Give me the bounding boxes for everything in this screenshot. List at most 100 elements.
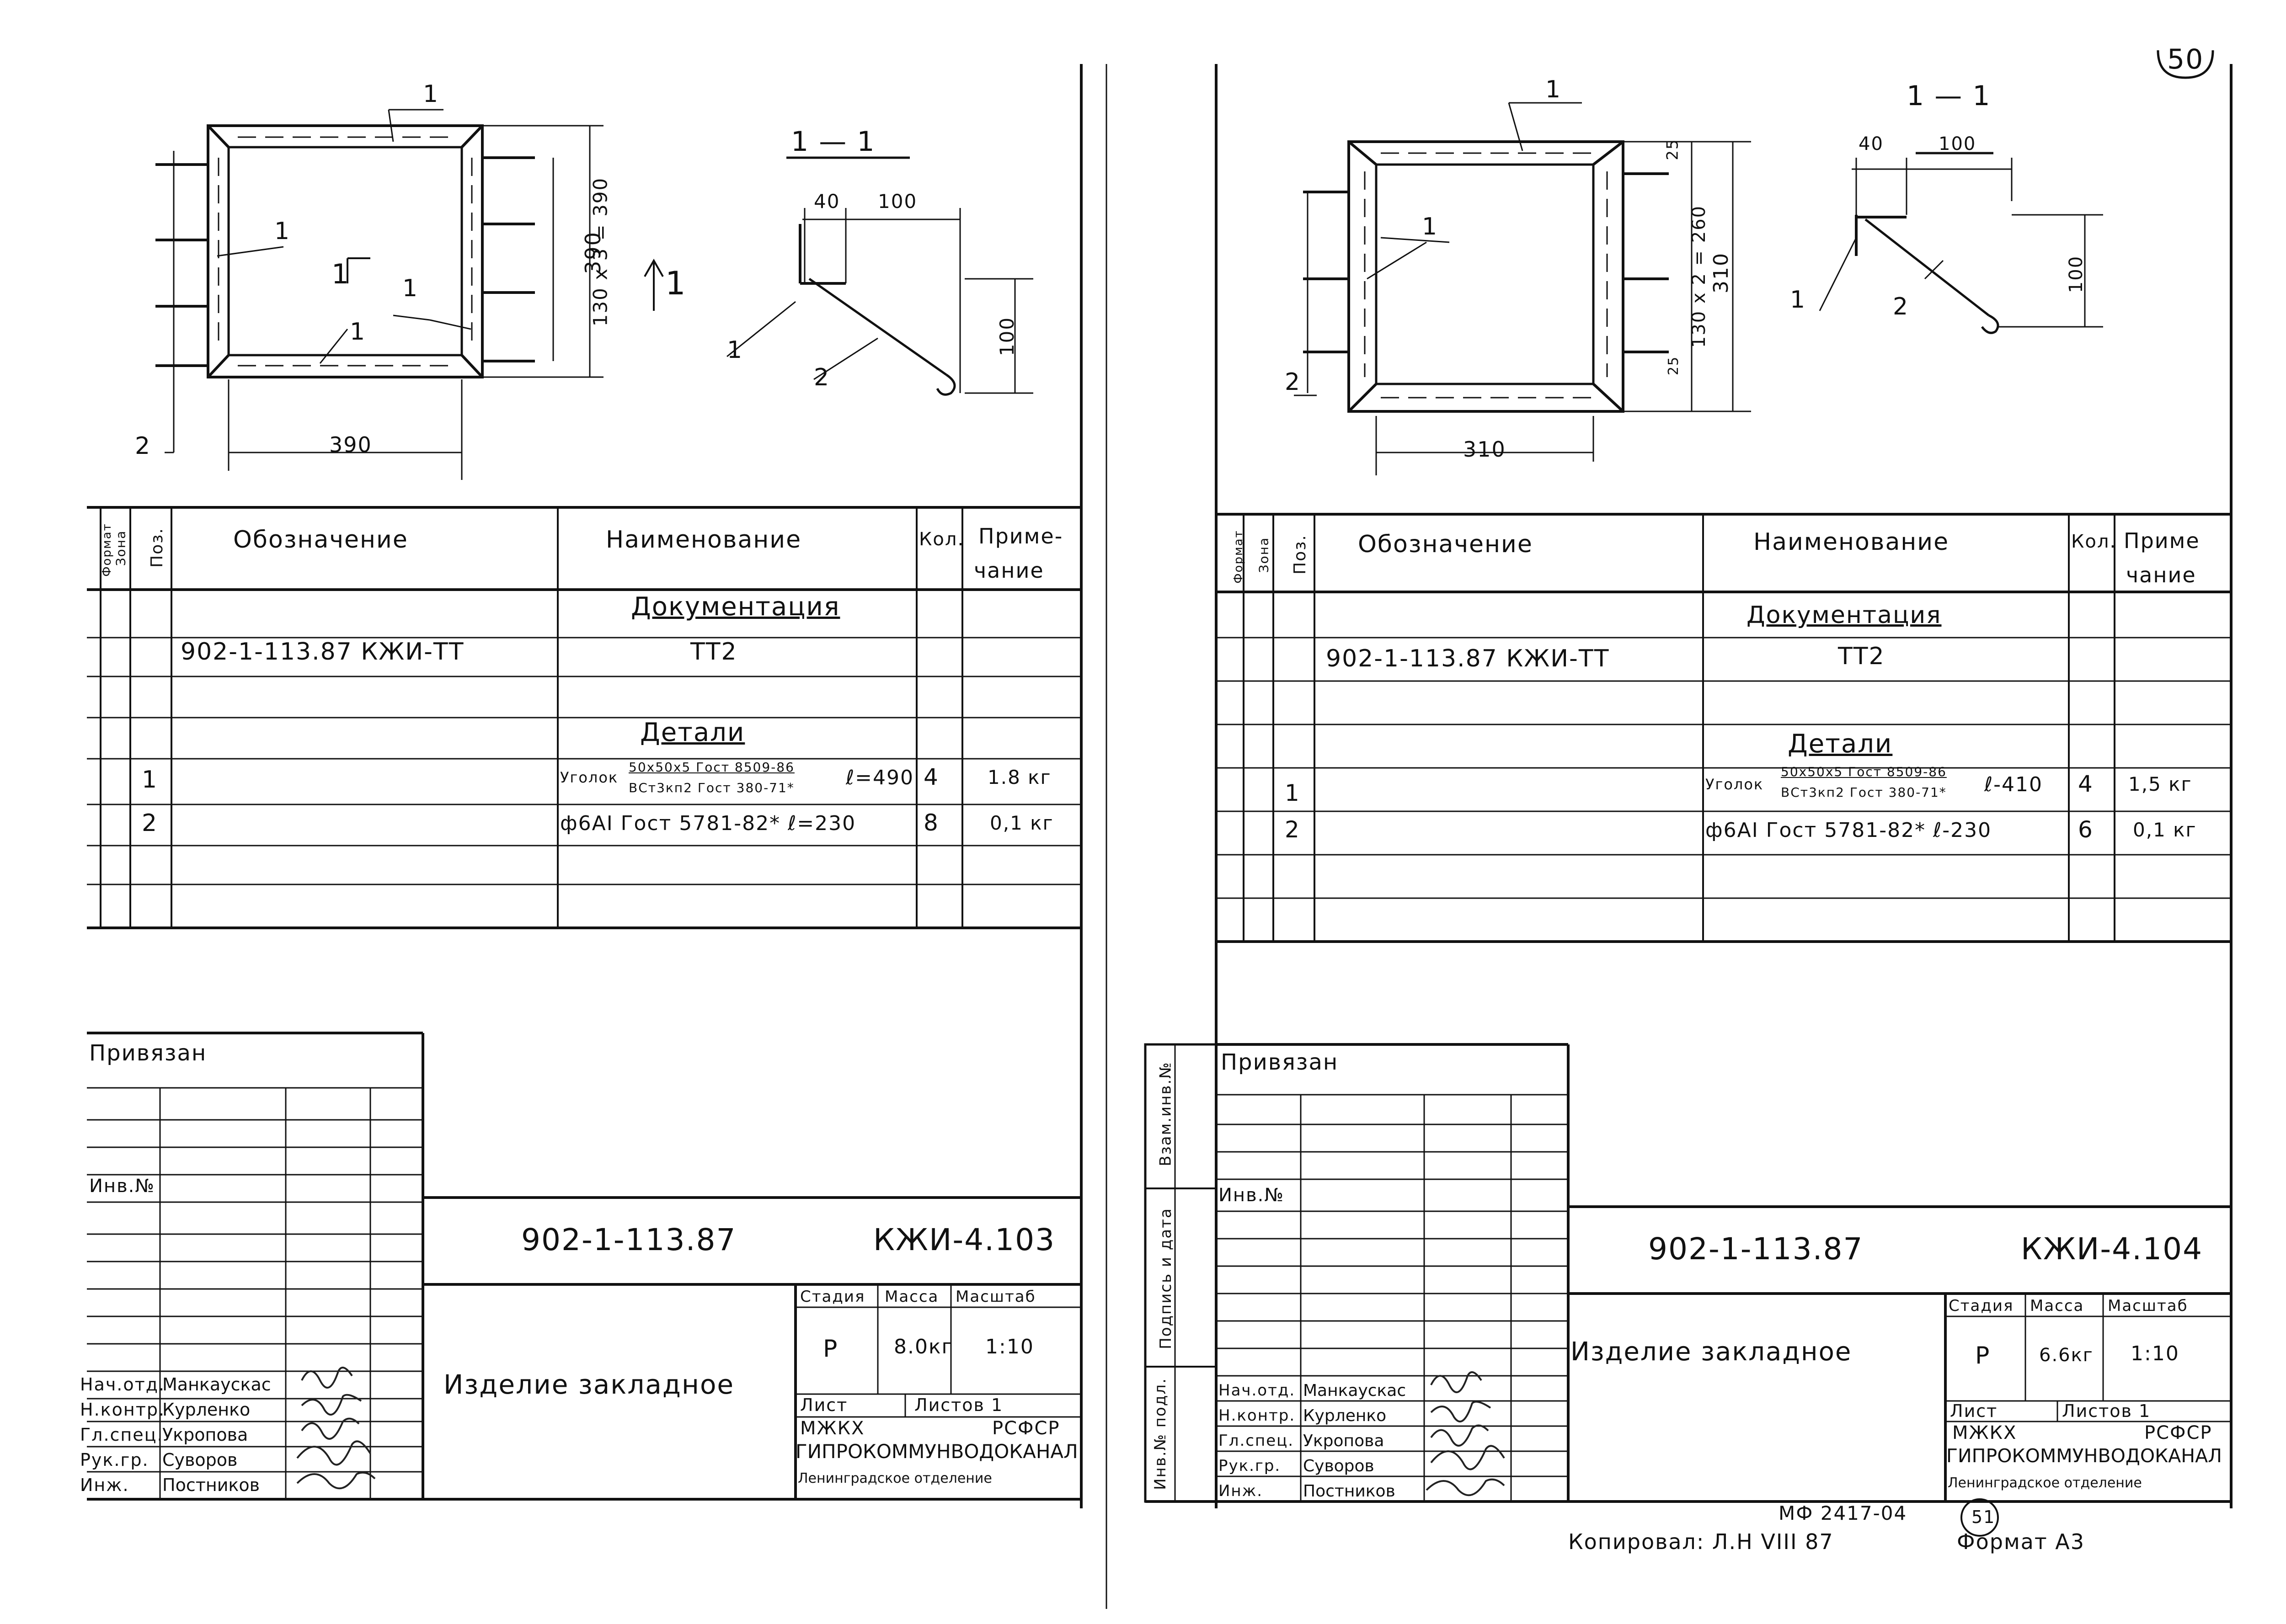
name-3: Укропова (162, 1425, 248, 1445)
role-4: Рук.гр. (80, 1450, 149, 1470)
row2-pos: 2 (142, 809, 158, 837)
r-section-docs: Документация (1747, 602, 1942, 629)
r-doc-name: ТТ2 (1838, 643, 1885, 670)
footer-mf: МФ 2417-04 (1779, 1502, 1907, 1524)
r-stamp-mass: 6.6кг (2039, 1345, 2094, 1366)
doc-designation: 902-1-113.87 КЖИ-ТТ (181, 638, 465, 666)
section-title: 1 — 1 (791, 126, 876, 158)
hdr-qty: Кол. (919, 529, 965, 550)
row1-name-top: 50x50x5 Гост 8509-86 (629, 760, 795, 775)
stamp-privyazan: Привязан (89, 1040, 207, 1066)
r-section-dim-c: 100 (2066, 255, 2087, 293)
stamp-inv-no: Инв.№ (89, 1176, 155, 1197)
r-name-3: Укропова (1303, 1432, 1384, 1450)
r-row1-length: ℓ-410 (1984, 773, 2043, 796)
row2-qty: 8 (924, 809, 939, 836)
stamp-mass: 8.0кг (894, 1335, 953, 1358)
r-stamp-stage: Р (1975, 1342, 1991, 1369)
r-name-5: Постников (1303, 1482, 1395, 1501)
stamp-stage: Р (823, 1335, 839, 1363)
stamp-org3: Ленинградское отделение (798, 1470, 992, 1486)
r-section-dim-b: 100 (1939, 133, 1976, 154)
r-role-4: Рук.гр. (1218, 1457, 1281, 1475)
r-hdr-qty: Кол. (2071, 531, 2117, 552)
section-dim-c: 100 (996, 316, 1019, 357)
r-callout-rebar: 2 (1285, 368, 1301, 396)
side-label-2: Подпись и дата (1156, 1208, 1175, 1349)
row2-note: 0,1 кг (990, 812, 1054, 834)
r-hdr-designation: Обозначение (1358, 531, 1533, 558)
r-row1-qty: 4 (2078, 771, 2094, 797)
r-row2-pos: 2 (1285, 816, 1300, 843)
r-row1-name-prefix: Уголок (1705, 776, 1764, 793)
name-5: Постников (162, 1475, 260, 1495)
footer-copied: Копировал: Л.Н VIII 87 (1568, 1529, 1834, 1554)
r-dim-top: 25 (1663, 138, 1682, 160)
r-name-1: Манкаускас (1303, 1381, 1406, 1400)
row1-qty: 4 (924, 764, 939, 790)
section-pos-angle: 1 (727, 336, 743, 364)
corner-page-stamp: 50 (2167, 43, 2204, 75)
r-stamp-org2: ГИПРОКОММУНВОДОКАНАЛ (1946, 1445, 2222, 1467)
r-role-5: Инж. (1218, 1482, 1263, 1500)
r-stamp-title: Изделие закладное (1570, 1337, 1852, 1367)
callout-right: 1 (402, 275, 419, 302)
r-row1-name-top: 50x50x5 Гост 8509-86 (1781, 764, 1947, 779)
side-label-3: Инв.№ подл. (1151, 1378, 1170, 1490)
r-row1-name-bottom: ВСт3кп2 Гост 380-71* (1781, 785, 1947, 800)
r-stamp-scale-hdr: Масштаб (2108, 1297, 2188, 1315)
r-name-2: Курленко (1303, 1406, 1387, 1425)
r-stamp-org1-r: РСФСР (2144, 1422, 2212, 1443)
doc-name: ТТ2 (690, 638, 737, 666)
stamp-org1-r: РСФСР (992, 1418, 1060, 1439)
stamp-stage-hdr: Стадия (800, 1288, 865, 1306)
hdr-note-l1: Приме- (978, 524, 1063, 548)
hdr-note-l2: чание (974, 558, 1044, 583)
r-stamp-inv-no: Инв.№ (1218, 1185, 1284, 1206)
name-1: Манкаускас (162, 1374, 271, 1395)
r-hdr-pos: Поз. (1290, 534, 1309, 575)
r-callout-left: 1 (1422, 213, 1438, 240)
r-project-code: 902-1-113.87 (1648, 1231, 1864, 1267)
r-section-details: Детали (1788, 729, 1893, 759)
r-hdr-name: Наименование (1753, 528, 1950, 556)
row2-name: ф6АⅠ Гост 5781-82* ℓ=230 (560, 812, 856, 835)
sheet-code: КЖИ-4.103 (873, 1222, 1056, 1257)
r-row2-qty: 6 (2078, 816, 2094, 843)
r-callout-top: 1 (1545, 76, 1562, 103)
r-section-pos-rebar: 2 (1893, 293, 1909, 320)
project-code: 902-1-113.87 (521, 1222, 737, 1257)
r-row1-note: 1,5 кг (2128, 773, 2192, 795)
role-5: Инж. (80, 1475, 129, 1495)
r-role-1: Нач.отд. (1218, 1381, 1296, 1400)
role-2: Н.контр. (80, 1400, 166, 1420)
hdr-pos: Поз. (147, 527, 166, 568)
r-dim-pitch: 130 x 2 = 260 (1688, 205, 1710, 348)
r-stamp-privyazan: Привязан (1221, 1049, 1339, 1075)
section-dim-b: 100 (878, 190, 918, 213)
r-doc-designation: 902-1-113.87 КЖИ-ТТ (1326, 645, 1610, 672)
dim-height: 390 (580, 231, 605, 274)
hdr-name: Наименование (606, 526, 802, 554)
footer-format: Формат А3 (1957, 1529, 2085, 1554)
r-stamp-sheets: Листов 1 (2062, 1401, 2151, 1421)
r-stamp-scale: 1:10 (2131, 1342, 2179, 1365)
row1-name-prefix: Уголок (560, 769, 619, 786)
side-label-1: Взам.инв.№ (1156, 1061, 1175, 1166)
stamp-title: Изделие закладное (443, 1369, 735, 1400)
stamp-sheets: Листов 1 (914, 1395, 1004, 1415)
r-dim-bottom: 25 (1666, 356, 1682, 376)
stamp-org2: ГИПРОКОММУНВОДОКАНАЛ (796, 1440, 1078, 1463)
r-stamp-mass-hdr: Масса (2030, 1297, 2084, 1315)
row1-pos: 1 (142, 766, 158, 793)
section-pos-rebar: 2 (814, 364, 830, 391)
r-hdr-format: Формат (1231, 530, 1245, 584)
callout-top: 1 (423, 80, 439, 108)
r-role-2: Н.контр. (1218, 1406, 1296, 1425)
r-stamp-org3: Ленинградское отделение (1948, 1475, 2142, 1491)
hdr-designation: Обозначение (233, 526, 408, 554)
r-stamp-org1: МЖКХ (1952, 1422, 2017, 1443)
stamp-sheet: Лист (800, 1395, 848, 1415)
stamp-scale-hdr: Масштаб (956, 1288, 1036, 1306)
